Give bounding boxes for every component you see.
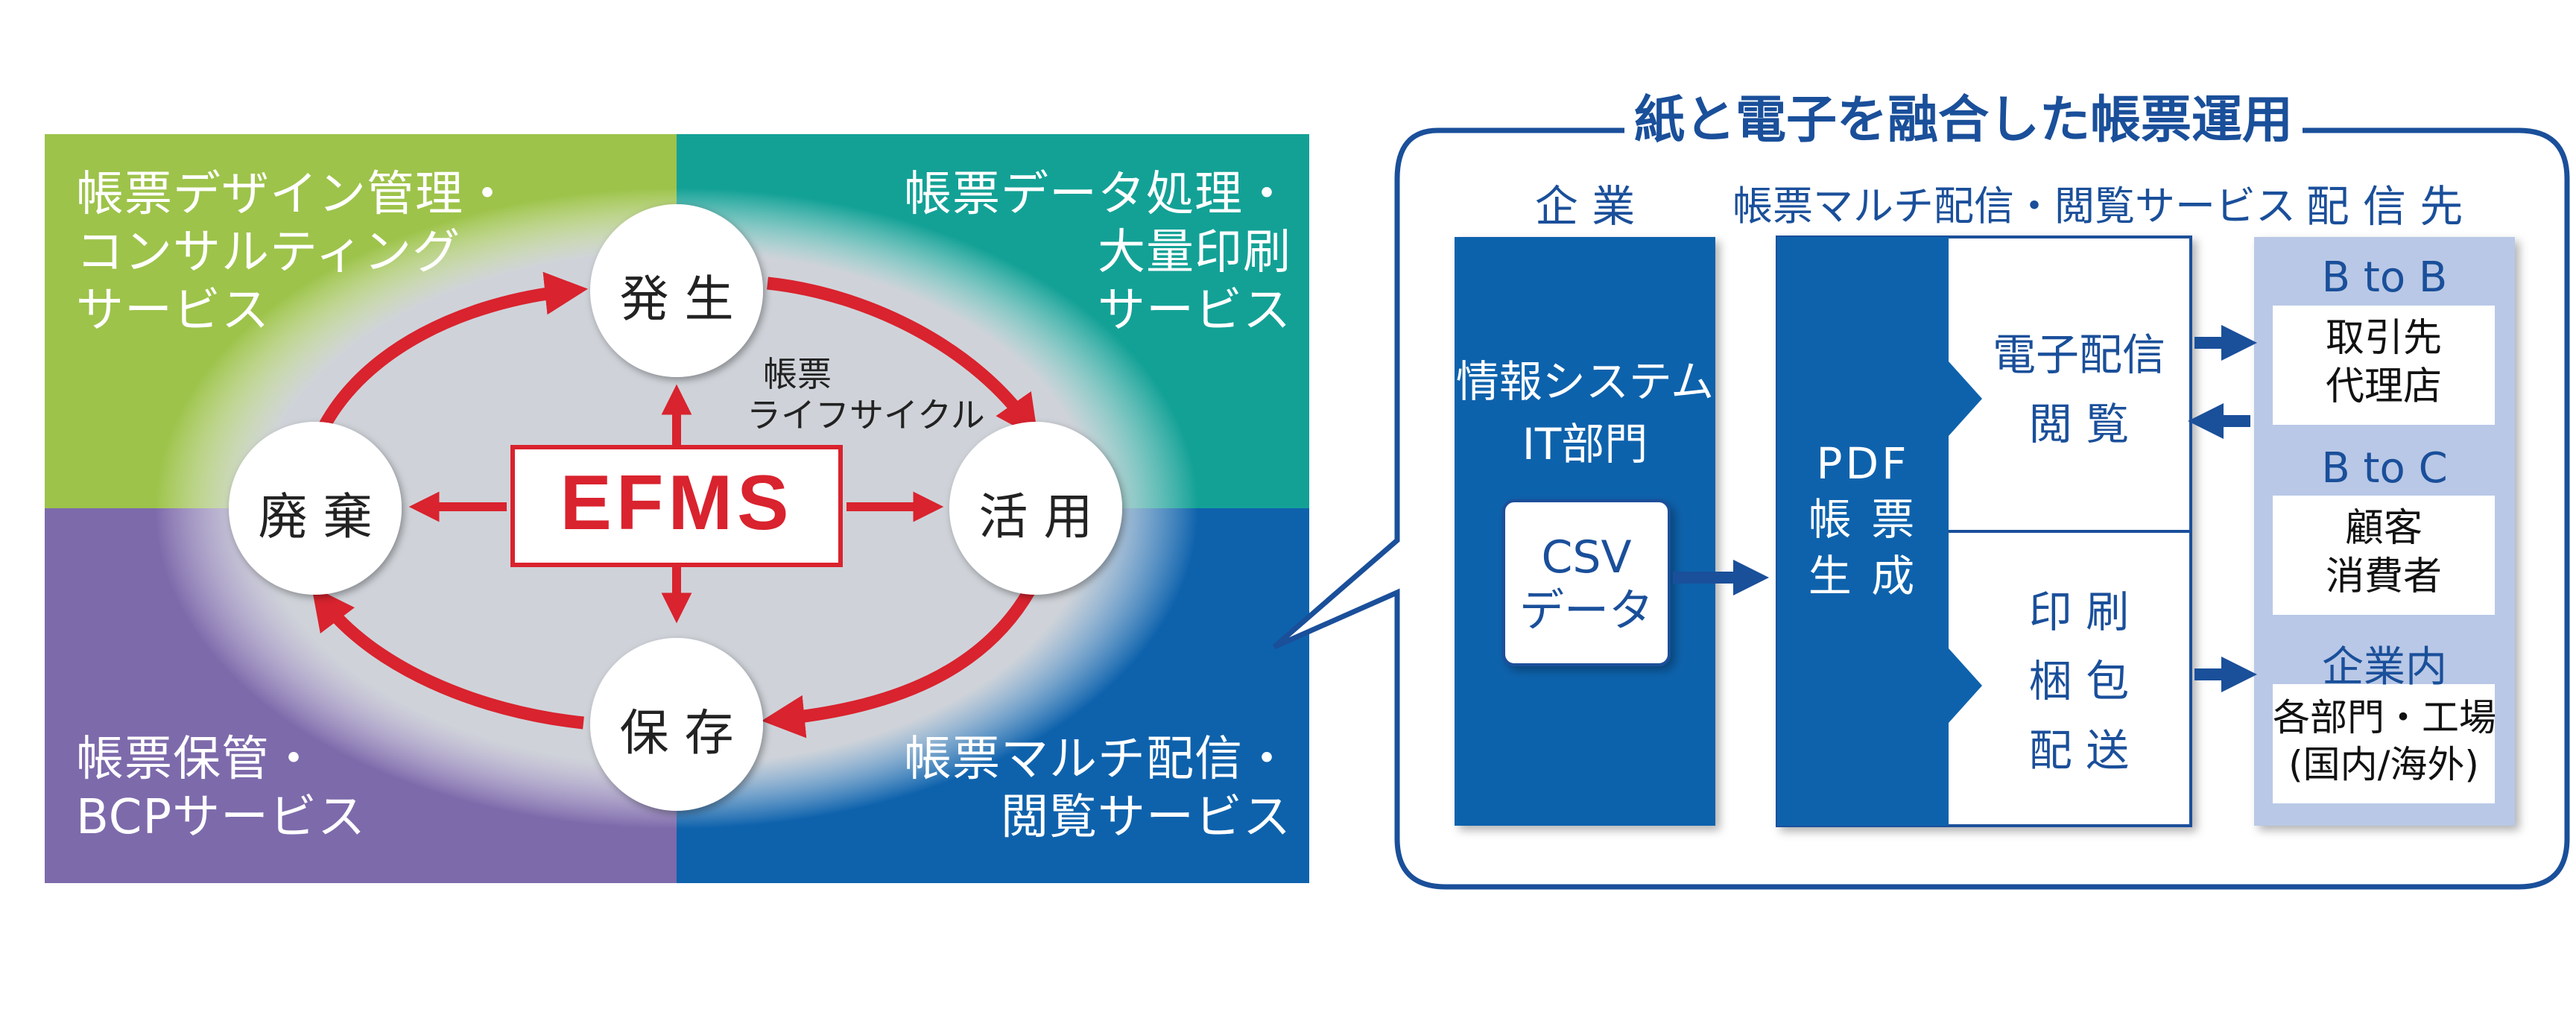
destination-lines-b2c: 顧客 消費者 (2325, 506, 2442, 599)
quadrant-label-bottom-right: 帳票マルチ配信・ 閲覧サービス (904, 732, 1291, 846)
pdf-box (1777, 237, 1982, 826)
header-service: 帳票マルチ配信・閲覧サービス (1732, 183, 2296, 230)
destination-title-internal: 企業内 (2322, 643, 2447, 692)
destination-title-b2b: B to B (2321, 253, 2448, 302)
arc-arrow-right-to-bottom (761, 587, 1036, 739)
arc-arrow-top-to-right (767, 276, 1039, 439)
node-circle-top (590, 204, 763, 377)
company-box-label: 情報システム IT部門 (1455, 356, 1715, 470)
node-label-top: 発 生 (619, 271, 734, 328)
node-label-left: 廃 棄 (258, 488, 373, 546)
node-circle-right (949, 422, 1122, 595)
pdf-box-label: PDF 帳 票 生 成 (1808, 438, 1918, 601)
lifecycle-svg (45, 134, 1309, 883)
destination-box-b2c (2273, 496, 2495, 615)
node-label-bottom: 保 存 (619, 704, 734, 762)
node-circle-left (229, 422, 402, 595)
destination-title-b2c: B to C (2321, 444, 2448, 493)
arc-arrow-left-to-top (318, 271, 588, 430)
node-circle-bottom (590, 638, 763, 811)
service-upper-label: 電子配信 閲 覧 (1992, 329, 2165, 449)
arc-arrow-bottom-to-left (311, 586, 584, 730)
service-box (1776, 235, 2192, 827)
destination-box-internal (2273, 684, 2495, 803)
efms-box (510, 445, 843, 567)
destination-lines-b2b: 取引先 代理店 (2325, 316, 2442, 409)
destination-box-b2b (2273, 306, 2495, 425)
efms-label: EFMS (560, 460, 794, 546)
quadrant-label-bottom-left: 帳票保管・ BCPサービス (76, 732, 367, 846)
header-destination: 配 信 先 (2306, 181, 2463, 232)
quadrant-label-top-left: 帳票デザイン管理・ コンサルティング サービス (76, 167, 512, 339)
cycle-label: 帳票 ライフサイクル (747, 354, 985, 436)
quadrant-label-top-right: 帳票データ処理・ 大量印刷 サービス (904, 167, 1291, 339)
csv-box (1502, 499, 1671, 666)
company-box (1455, 237, 1715, 826)
csv-box-label: CSV データ (1519, 531, 1653, 637)
destination-panel (2254, 237, 2515, 826)
destination-lines-internal: 各部門・工場 (国内/海外) (2273, 696, 2496, 786)
node-label-right: 活 用 (978, 488, 1093, 546)
callout-frame (1272, 127, 2570, 890)
header-company: 企 業 (1534, 181, 1636, 232)
service-lower-label: 印 刷 梱 包 配 送 (2028, 587, 2130, 776)
lifecycle-diagram: 帳票デザイン管理・ コンサルティング サービス 帳票データ処理・ 大量印刷 サー… (45, 134, 1309, 883)
flow-title: 紙と電子を融合した帳票運用 (1624, 91, 2303, 151)
